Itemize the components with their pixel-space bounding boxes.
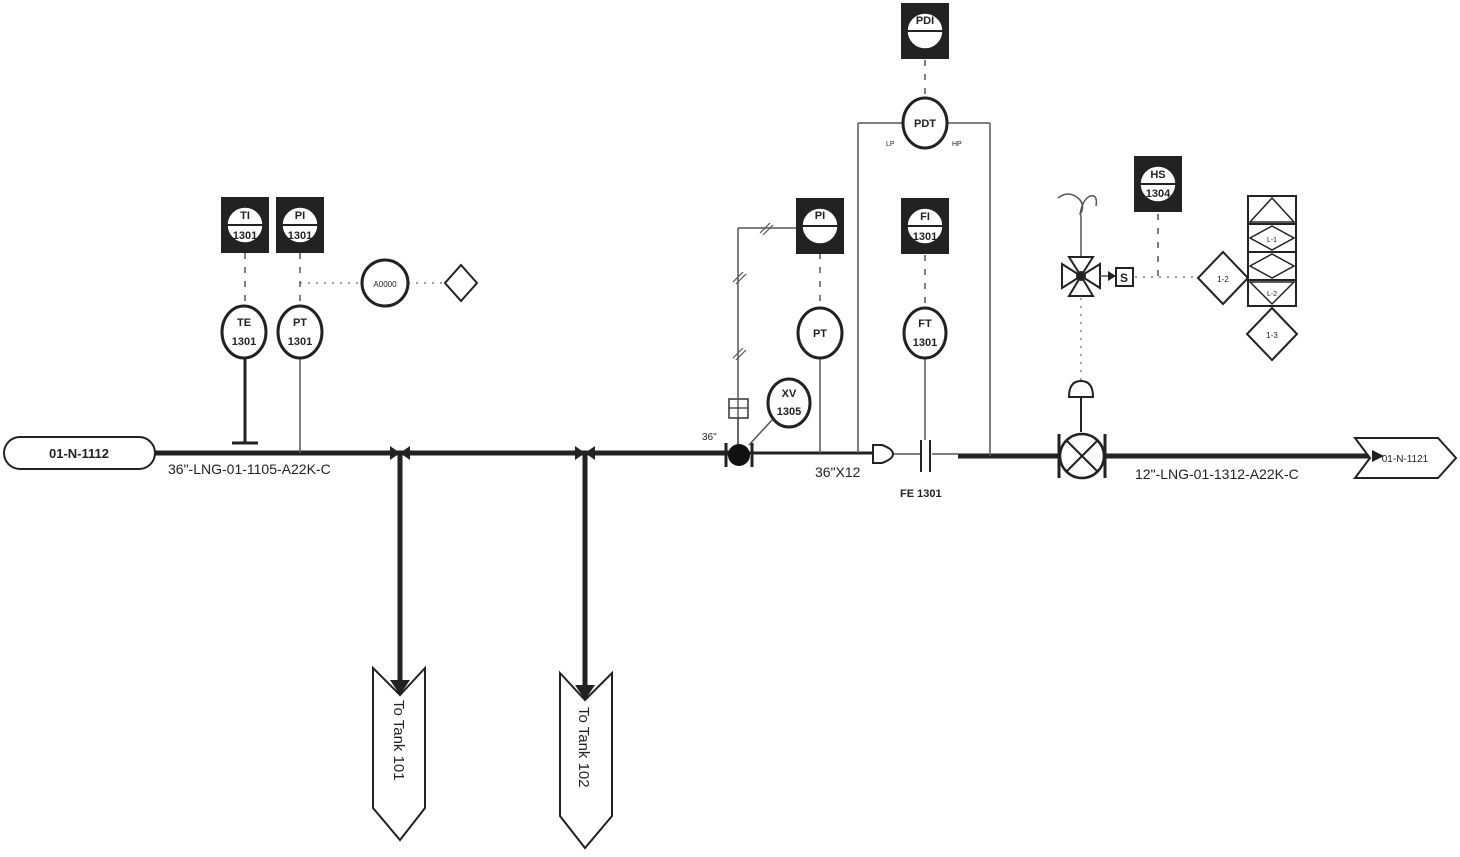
valve-size-label: 36": [702, 432, 717, 443]
pt-right-transmitter[interactable]: PT: [796, 306, 844, 360]
pt-left-number: 1301: [288, 336, 312, 348]
ti-indicator[interactable]: TI 1301: [221, 197, 269, 253]
te-element[interactable]: TE 1301: [220, 304, 268, 360]
ti-tag: TI: [240, 210, 250, 222]
ti-number: 1301: [233, 230, 257, 242]
ft-transmitter[interactable]: FT 1301: [902, 306, 948, 360]
hs-tag: HS: [1150, 169, 1165, 181]
hs-number: 1304: [1146, 188, 1171, 200]
tee-fitting-2: [575, 446, 595, 460]
logic-stack-label-2: L-2: [1267, 291, 1277, 298]
xv-ball-valve[interactable]: [724, 443, 754, 467]
inlet-pipe-label: 36"-LNG-01-1105-A22K-C: [168, 461, 331, 477]
pi-right-tag: PI: [815, 210, 825, 222]
tank-101-connector[interactable]: To Tank 101: [372, 665, 426, 842]
alarm-instrument[interactable]: A0000: [360, 258, 410, 308]
air-supply-curl-right: [1079, 194, 1098, 216]
branch-arrow-102: [575, 685, 595, 700]
te-number: 1301: [232, 336, 256, 348]
inlet-connector-label: 01-N-1112: [49, 446, 109, 461]
solenoid-link-arrow: [1108, 271, 1116, 281]
pi-right-indicator[interactable]: PI: [796, 198, 844, 254]
fi-indicator[interactable]: FI 1301: [901, 198, 949, 254]
ft-tag: FT: [918, 318, 932, 330]
xv-tag: XV: [782, 388, 797, 400]
outlet-arrow-head: [1372, 450, 1384, 462]
solenoid-tag: S: [1120, 271, 1128, 285]
fi-number: 1301: [913, 231, 937, 243]
pt-right-tag: PT: [813, 328, 827, 340]
air-supply-curl-left: [1057, 193, 1084, 216]
flow-element-orifice[interactable]: [920, 440, 931, 472]
tank-102-label: To Tank 102: [575, 707, 592, 788]
fi-tag: FI: [920, 211, 930, 223]
ft-number: 1301: [913, 337, 937, 349]
te-tag: TE: [237, 317, 251, 329]
solenoid-box[interactable]: S: [1115, 267, 1134, 287]
pi-left-number: 1301: [288, 230, 312, 242]
pneumatic-hash-marks: [732, 222, 774, 361]
three-way-solenoid-valve[interactable]: [1061, 256, 1101, 297]
pdt-tag: PDT: [914, 118, 936, 130]
branch-arrow-101: [390, 680, 410, 695]
pdi-indicator[interactable]: PDI: [901, 3, 949, 59]
control-valve-actuator: [1067, 379, 1095, 432]
logic-diamond-bottom[interactable]: 1-3: [1245, 306, 1299, 362]
pdt-high-label: HP: [952, 141, 962, 148]
xv-tag-leader: [748, 419, 773, 446]
flow-element-label: FE 1301: [900, 488, 942, 500]
tank-102-connector[interactable]: To Tank 102: [559, 670, 613, 850]
logic-left-label: 1-2: [1217, 275, 1229, 284]
reducer-label: 36"X12: [815, 464, 861, 480]
tee-fitting-1: [390, 446, 410, 460]
logic-stack-label-1: L-1: [1267, 237, 1277, 244]
alarm-logic-diamond[interactable]: [443, 263, 479, 303]
pdt-transmitter[interactable]: PDT: [901, 96, 949, 150]
outlet-connector-label: 01-N-1121: [1382, 454, 1429, 465]
hs-hand-switch[interactable]: HS 1304: [1134, 156, 1182, 212]
xv-number: 1305: [777, 406, 801, 418]
pi-left-tag: PI: [295, 210, 305, 222]
xv-instrument[interactable]: XV 1305: [766, 377, 812, 429]
tank-101-label: To Tank 101: [390, 700, 407, 781]
logic-bottom-label: 1-3: [1266, 331, 1278, 340]
pt-left-tag: PT: [293, 317, 307, 329]
logic-stack[interactable]: L-1 L-2: [1247, 195, 1297, 307]
logic-diamond-left[interactable]: 1-2: [1196, 250, 1250, 306]
inlet-offpage-connector[interactable]: 01-N-1112: [3, 436, 156, 470]
pt-left-transmitter[interactable]: PT 1301: [276, 304, 324, 360]
alarm-tag: A0000: [373, 280, 397, 289]
pi-left-indicator[interactable]: PI 1301: [276, 197, 324, 253]
xv-actuator-box: [728, 398, 749, 444]
outlet-pipe-label: 12"-LNG-01-1312-A22K-C: [1135, 466, 1299, 482]
pdi-tag: PDI: [916, 15, 934, 27]
reducer-fitting: [872, 444, 895, 464]
control-valve-body[interactable]: [1057, 432, 1107, 480]
outlet-offpage-connector[interactable]: 01-N-1121: [1353, 437, 1458, 479]
pdt-low-label: LP: [886, 141, 895, 148]
